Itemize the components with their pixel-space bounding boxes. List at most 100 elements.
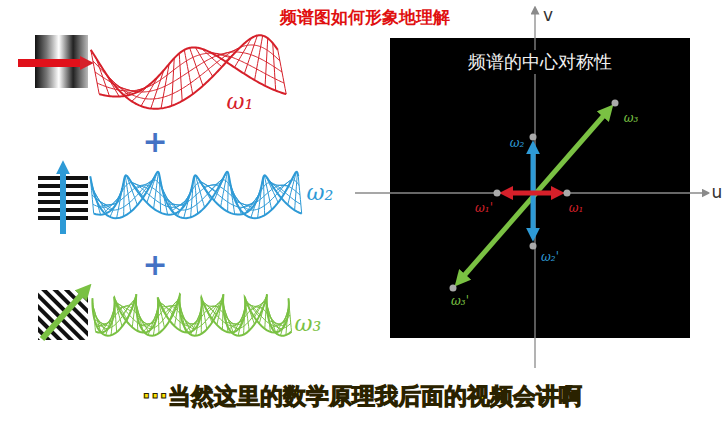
frequency-label: ω₃' [449, 295, 471, 309]
wave-line [122, 298, 135, 315]
wave-line [158, 297, 165, 327]
wave-surface [91, 35, 286, 108]
wave-line [110, 190, 122, 217]
wave-line [175, 294, 180, 326]
wave-line [254, 297, 266, 318]
wave-line [153, 303, 158, 335]
wave-line [181, 316, 195, 329]
wave-line [208, 177, 223, 193]
wave-line [202, 49, 222, 67]
wave-line [129, 178, 144, 197]
wave-line [117, 183, 124, 218]
frequency-dot [564, 190, 571, 197]
wave-line [99, 47, 286, 96]
panel-heading: 频谱的中心对称性 [463, 50, 617, 74]
wave-line [235, 38, 252, 67]
wave-line [212, 296, 223, 319]
wave-line [225, 43, 245, 62]
wave-line [190, 48, 203, 86]
wave-line [92, 304, 100, 332]
u-axis [355, 192, 706, 193]
frequency-arrow [509, 191, 555, 196]
wave-line [96, 297, 289, 332]
wave-line [298, 176, 301, 213]
wave-line [244, 36, 257, 74]
wave-line [295, 173, 298, 211]
wave-line [147, 172, 157, 202]
wave-line [90, 176, 93, 213]
wave-line [111, 302, 114, 335]
wave-line [99, 203, 116, 206]
wave-line [245, 194, 259, 214]
grating-image [38, 290, 88, 340]
wave-line [278, 50, 286, 94]
wave-line [245, 298, 255, 325]
wave-line [184, 50, 192, 94]
wave-line [179, 53, 182, 101]
wave-line [263, 177, 264, 215]
wave-line [94, 175, 302, 214]
wave-line [172, 58, 175, 106]
wave-label: ω₂ [305, 180, 336, 205]
axis-label: v [541, 6, 555, 26]
direction-arrow [60, 170, 66, 234]
plus-sign: + [140, 125, 169, 160]
wave-line [244, 301, 246, 335]
wave-line [123, 88, 144, 95]
frequency-dot [450, 285, 457, 292]
wave-line [258, 181, 263, 217]
frequency-dot [612, 100, 619, 107]
caption: ···当然这里的数学原理我后面的视频会讲啊 [139, 383, 585, 409]
wave-line [108, 77, 128, 95]
wave-line [141, 77, 158, 106]
wave-line [201, 300, 202, 334]
wave-line [273, 43, 276, 91]
wave-line [255, 36, 263, 80]
wave-line [276, 179, 292, 191]
wave-line [271, 184, 288, 186]
wave-line [90, 172, 298, 218]
wave-line [136, 297, 138, 331]
wave-line [162, 188, 174, 214]
frequency-dot [530, 243, 537, 250]
frequency-dot [494, 190, 501, 197]
title: 频谱图如何形象地理解 [278, 8, 452, 28]
wave-line [169, 295, 179, 320]
frequency-dot [530, 134, 537, 141]
direction-arrow [42, 292, 84, 339]
wave-line [92, 294, 291, 336]
wave-line [227, 174, 229, 212]
wave-line [136, 303, 143, 333]
wave-line [195, 175, 204, 207]
wave-line [123, 178, 125, 216]
wave-line [102, 68, 119, 97]
wave-line [221, 172, 228, 207]
wave-line [231, 185, 242, 214]
wave-line [138, 318, 153, 328]
wave-line [191, 180, 194, 218]
wave-line [203, 184, 220, 187]
frequency-arrow [462, 113, 606, 278]
wave-line [167, 204, 184, 206]
wave-line [180, 301, 186, 332]
wave-line [177, 192, 190, 216]
wave-line [266, 176, 278, 202]
wave-line [115, 299, 127, 319]
wave-line [164, 196, 180, 211]
wave-line [229, 178, 234, 214]
wave-line [265, 38, 268, 86]
frequency-label: ω₁' [473, 202, 495, 216]
frequency-label: ω₂' [539, 251, 561, 265]
panel-fill [390, 38, 690, 338]
wave-surface [92, 294, 291, 336]
direction-arrow [18, 59, 84, 67]
wave-line [161, 64, 169, 108]
axis-label: u [710, 183, 725, 203]
frequency-label: ω₃ [622, 112, 641, 126]
wave-line [246, 300, 259, 317]
wave-line [288, 298, 291, 331]
plus-sign: + [140, 248, 169, 283]
wave-line [197, 177, 211, 200]
wave-line [154, 172, 159, 208]
